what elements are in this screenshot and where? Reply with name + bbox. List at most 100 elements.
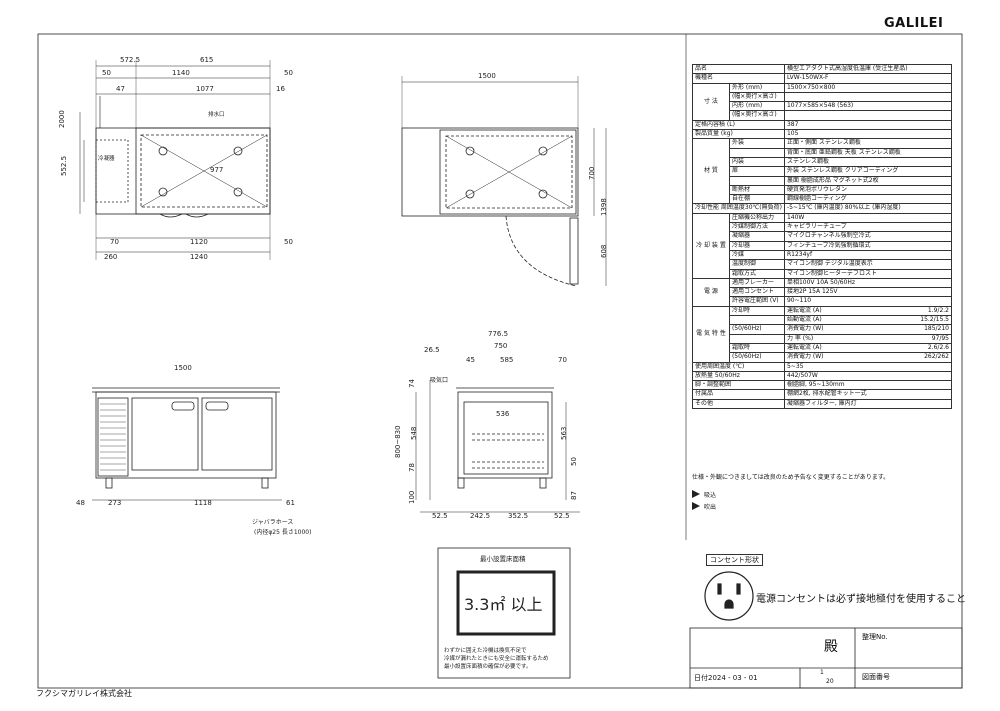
dim-text: 977	[210, 166, 223, 174]
scale-bottom: 20	[826, 678, 834, 685]
table-row: 扉外装 ステンレス鋼板 クリアコーティング	[693, 166, 953, 177]
sheet-border	[37, 33, 963, 689]
table-row: 定格内容積 (L)387	[692, 119, 953, 131]
table-row: 冷却器フィンチューブ冷気強制循環式	[693, 240, 953, 251]
outlet-icon	[704, 571, 754, 621]
dim-text: 78	[408, 463, 416, 472]
dim-text: 50	[284, 238, 293, 246]
dim-text: ジャバラホース	[252, 519, 293, 526]
dim-text: 87	[570, 491, 578, 500]
dim-text: 552.5	[60, 156, 68, 176]
dim-text: 3.3㎡ 以上	[464, 595, 543, 614]
dim-text: 1500	[174, 364, 192, 372]
dim-text: 750	[494, 342, 507, 350]
tono: 殿	[824, 639, 838, 655]
dim-text: 74	[408, 379, 416, 388]
table-row: 霜取時運転電流 (A) 2.6/2.6	[693, 342, 953, 354]
dim-text: 563	[560, 427, 568, 440]
dim-text: 700	[588, 167, 596, 180]
table-row: 付属品棚網2枚, 排水配管キット一式	[692, 389, 953, 400]
dim-text: 52.5	[432, 512, 448, 520]
dim-text: 548	[410, 427, 418, 440]
dim-text: 48	[76, 499, 85, 507]
dim-text: 50	[284, 69, 293, 77]
dim-text: 1140	[172, 69, 190, 77]
dim-text: 最小設置床面積	[480, 554, 526, 563]
table-row: 始動電流 (A) 15.2/15.5	[693, 314, 953, 326]
table-row: 霜取方式マイコン制御ヒーターデフロスト	[693, 268, 953, 279]
dim-text: 50	[570, 457, 578, 466]
exhaust-icon	[692, 502, 700, 510]
table-row: 材 質外装正面・側面 ステンレス鋼板	[692, 138, 953, 205]
dim-text: (内径φ25 長さ1000)	[254, 528, 311, 536]
reg-no-label: 整理No.	[862, 633, 888, 641]
dim-text: 615	[200, 56, 213, 64]
table-row: (幅×奥行×高さ)	[693, 91, 953, 103]
dim-text: 1120	[190, 238, 208, 246]
dim-text: 608	[600, 245, 608, 258]
dim-text: 1240	[190, 253, 208, 261]
dim-text: 242.5	[470, 512, 490, 520]
table-row: 品名横型エアダクト式高湿度低温庫 (受注生産品)	[692, 63, 953, 75]
dim-text: 1500	[478, 72, 496, 80]
table-row: (50/60Hz)消費電力 (W) 262/262	[693, 352, 953, 363]
dim-text: 61	[286, 499, 295, 507]
table-row: 温度制御マイコン制御 デジタル温度表示	[693, 259, 953, 270]
side-view	[415, 380, 580, 513]
min-area-box	[437, 547, 571, 679]
company-name: フクシマガリレイ株式会社	[36, 689, 132, 698]
dim-text: わずかに囲えた冷機は換気不足で	[444, 646, 527, 654]
dim-text: 排水口	[208, 110, 225, 118]
dim-text: 1118	[194, 499, 212, 507]
dim-text: 1077	[196, 85, 214, 93]
table-row: その他凝縮器フィルター, 庫内灯	[692, 398, 953, 410]
plan-view-right	[401, 76, 607, 287]
dim-text: 536	[496, 410, 510, 418]
front-view	[92, 387, 282, 501]
dim-text: 16	[276, 85, 285, 93]
intake-icon	[692, 490, 700, 498]
table-row: 電 源適用ブレーカー単相100V 10A 50/60Hz	[692, 277, 953, 307]
dim-text: 50	[102, 69, 111, 77]
table-row: 冷媒制御方法キャピラリーチューブ	[693, 222, 953, 233]
change-note: 仕様・外観につきましては改良のため予告なく変更することがあります。	[692, 474, 890, 481]
table-row: 力 率 (%) 97/95	[693, 333, 953, 344]
table-row: 冷却性能 周囲温度30℃(無負荷)-5~15℃ (庫内温度) 80%以上 (庫内…	[692, 203, 953, 214]
dim-text: 52.5	[554, 512, 570, 520]
dim-text: 800~830	[394, 425, 402, 458]
table-row: 凝縮器マイクロチャンネル強制空冷式	[693, 231, 953, 242]
dim-text: 45	[466, 356, 475, 364]
arrow-icons	[692, 490, 700, 510]
dim-text: 吸気口	[430, 376, 448, 384]
dim-text: 70	[110, 238, 119, 246]
outlet-shape-label: コンセント形状	[706, 554, 763, 566]
exhaust-label: 吹出	[704, 504, 717, 511]
table-row: (50/60Hz)消費電力 (W) 185/210	[693, 324, 953, 335]
table-row: 製品質量 (kg)105	[692, 129, 953, 140]
dim-text: 47	[116, 85, 125, 93]
dim-text: 776.5	[488, 330, 508, 338]
table-row: 自在棚鋼線樹脂コーティング	[693, 194, 953, 205]
outlet-warning: 電源コンセントは必ず接地極付を使用すること	[756, 594, 966, 605]
table-row: 許容電圧範囲 (V)90~110	[693, 296, 953, 307]
table-row: 内形 (mm)1077×585×548 (563)	[693, 101, 953, 112]
dim-text: 冷媒が漏れたときにも安全に運転するため	[444, 654, 549, 662]
table-row: 裏面 樹脂成形品 マグネット式2枚	[693, 175, 953, 186]
dim-text: 最小設置床面積の確保が必要です。	[444, 662, 531, 670]
dim-text: 352.5	[508, 512, 528, 520]
dim-text: 冷凝器	[98, 154, 115, 162]
dim-text: 585	[500, 356, 513, 364]
scale-top: 1	[820, 669, 824, 676]
table-row: 背面・底面 亜鉛鋼板 天板 ステンレス鋼板	[693, 147, 953, 158]
table-row: 断熱材硬質発泡ポリウレタン	[693, 184, 953, 196]
table-row: 電 気 特 性冷却時運転電流 (A) 1.9/2.2	[692, 305, 953, 363]
dim-text: 572.5	[120, 56, 140, 64]
dim-text: 273	[108, 499, 121, 507]
table-row: 適用コンセント接地2P 15A 125V	[693, 287, 953, 298]
date-label: 日付2024 - 03 - 01	[694, 674, 758, 682]
